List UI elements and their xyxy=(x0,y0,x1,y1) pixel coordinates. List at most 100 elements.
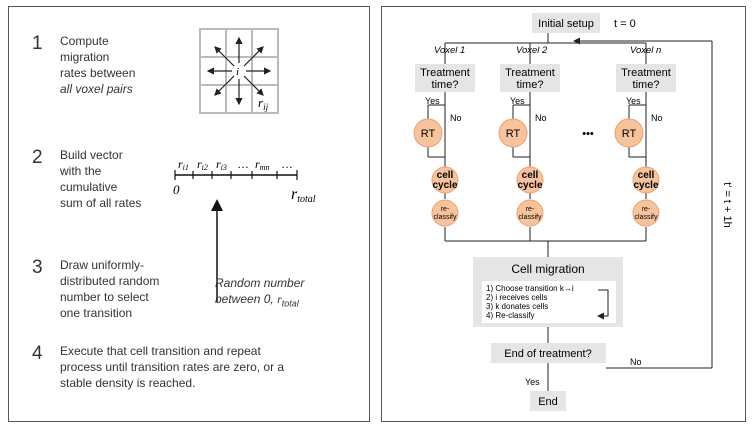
vector-zero-label: 0 xyxy=(173,182,180,197)
no-label-voxel-2: No xyxy=(535,113,547,123)
cell-cycle-label-voxel-1: cell xyxy=(437,170,454,181)
cumulative-rate-vector: ri1 ri2 ri3 … rmn … 0 rtotal xyxy=(173,157,316,302)
step-1-line-3: rates between xyxy=(60,66,136,80)
svg-text:time?: time? xyxy=(633,79,660,91)
reclassify-label2-voxel-2: classify xyxy=(519,214,542,221)
svg-text:time?: time? xyxy=(432,79,459,91)
rt-node-voxel-1 xyxy=(413,118,443,148)
reclassify-node-voxel-2 xyxy=(516,199,544,227)
reclassify-node-voxel-1 xyxy=(431,199,459,227)
vector-label-3: ri3 xyxy=(216,157,227,172)
cell-cycle-label2-voxel-n: cycle xyxy=(633,180,658,191)
flowchart: Initial setup t = 0 Voxel 1 Voxel 2 Voxe… xyxy=(413,13,733,411)
no-label-voxel-1: No xyxy=(450,113,462,123)
migration-loop-arrow xyxy=(597,289,609,320)
end-of-treatment-box xyxy=(491,343,606,363)
reclassify-label2-voxel-1: classify xyxy=(434,214,457,221)
yes-label-voxel-n: Yes xyxy=(626,96,641,106)
step-4-line-1: Execute that cell transition and repeat xyxy=(60,344,261,358)
vector-label-1: ri1 xyxy=(178,157,189,172)
initial-setup-box xyxy=(532,13,600,33)
step-2-line-2: with the xyxy=(60,164,102,178)
step-3-line-4: one transition xyxy=(60,306,133,320)
step-1-text: Compute migration rates between all voxe… xyxy=(60,33,135,97)
end-label: End xyxy=(538,396,558,408)
reclassify-label-voxel-1: re- xyxy=(441,206,450,213)
vector-ellipsis-1: … xyxy=(237,157,249,171)
grid-rate-label: rij xyxy=(258,95,269,112)
yes-label-voxel-2: Yes xyxy=(510,96,525,106)
voxel-neighborhood-grid: i rij xyxy=(199,28,279,114)
step-3-line-2: distributed random xyxy=(60,274,160,288)
step-4-text: Execute that cell transition and repeat … xyxy=(60,343,284,391)
cell-cycle-label-voxel-2: cell xyxy=(522,170,539,181)
voxel-n-label: Voxel n xyxy=(630,45,661,56)
cell-cycle-label2-voxel-2: cycle xyxy=(517,180,542,191)
no-label-voxel-n: No xyxy=(651,113,663,123)
cell-cycle-label2-voxel-1: cycle xyxy=(432,180,457,191)
end-box xyxy=(530,391,566,411)
reclassify-label-voxel-n: re- xyxy=(642,206,651,213)
algorithm-steps-panel: 1 Compute migration rates between all vo… xyxy=(8,6,370,422)
reclassify-node-voxel-n xyxy=(632,199,660,227)
step-3-line-3: number to select xyxy=(60,290,149,304)
grid-center-label: i xyxy=(236,66,239,78)
voxel-2-label: Voxel 2 xyxy=(516,45,548,56)
svg-text:Treatment: Treatment xyxy=(505,67,555,79)
migration-steps-box xyxy=(482,281,616,323)
initial-setup-label: Initial setup xyxy=(538,18,594,30)
rt-label-voxel-1: RT xyxy=(421,128,436,140)
step-3-text: Draw uniformly- distributed random numbe… xyxy=(60,257,159,321)
rt-node-voxel-2 xyxy=(498,118,528,148)
step-1-line-4: all voxel pairs xyxy=(60,82,133,96)
yes-label-voxel-1: Yes xyxy=(425,96,440,106)
cell-cycle-label-voxel-n: cell xyxy=(638,170,655,181)
no-label-end: No xyxy=(630,357,642,367)
migration-step-4: 4) Re-classify xyxy=(486,311,534,320)
random-number-note: Random number between 0, rtotal xyxy=(215,275,304,311)
reclassify-label2-voxel-n: classify xyxy=(635,214,658,221)
step-4-line-3: stable density is reached. xyxy=(60,376,196,390)
step-4-line-2: process until transition rates are zero,… xyxy=(60,360,285,374)
step-3-number: 3 xyxy=(32,257,43,278)
vector-ellipsis-2: … xyxy=(281,157,293,171)
step-4-number: 4 xyxy=(32,343,43,364)
rt-label-voxel-n: RT xyxy=(622,128,637,140)
treatment-decision-voxel-n: Treatment time? xyxy=(616,64,676,92)
step-2-line-1: Build vector xyxy=(60,148,123,162)
end-of-treatment-label: End of treatment? xyxy=(504,348,591,360)
random-note-line-2: between 0, rtotal xyxy=(215,292,299,309)
migration-step-3: 3) k donates cells xyxy=(486,302,548,311)
simulation-flowchart-panel: Initial setup t = 0 Voxel 1 Voxel 2 Voxe… xyxy=(381,6,746,422)
cell-cycle-node-voxel-1 xyxy=(431,166,459,194)
vector-label-4: rmn xyxy=(255,157,269,172)
cell-cycle-node-voxel-2 xyxy=(516,166,544,194)
time-update-label: t' = t + 1h xyxy=(721,182,733,228)
cell-cycle-node-voxel-n xyxy=(632,166,660,194)
rt-node-voxel-n xyxy=(614,118,644,148)
cell-migration-title: Cell migration xyxy=(511,262,584,276)
reclassify-label-voxel-2: re- xyxy=(526,206,535,213)
step-1-number: 1 xyxy=(32,33,43,54)
treatment-decision-voxel-2: Treatment time? xyxy=(500,64,560,92)
svg-text:Treatment: Treatment xyxy=(420,67,470,79)
step-2-line-3: cumulative xyxy=(60,180,118,194)
random-note-line-1: Random number xyxy=(215,276,305,290)
step-3-line-1: Draw uniformly- xyxy=(60,258,145,272)
time-zero-label: t = 0 xyxy=(614,18,636,30)
step-1-line-2: migration xyxy=(60,50,110,64)
vector-total-label: rtotal xyxy=(291,186,316,205)
yes-label-end: Yes xyxy=(525,377,540,387)
step-1-line-1: Compute xyxy=(60,34,109,48)
voxel-ellipsis: ••• xyxy=(582,128,594,140)
migration-step-2: 2) i receives cells xyxy=(486,293,547,302)
svg-text:Treatment: Treatment xyxy=(621,67,671,79)
rt-label-voxel-2: RT xyxy=(506,128,521,140)
migration-step-1: 1) Choose transition k→i xyxy=(486,284,574,293)
step-2-text: Build vector with the cumulative sum of … xyxy=(60,147,141,211)
treatment-decision-voxel-1: Treatment time? xyxy=(415,64,475,92)
step-2-line-4: sum of all rates xyxy=(60,196,142,210)
svg-text:time?: time? xyxy=(517,79,544,91)
step-2-number: 2 xyxy=(32,147,43,168)
voxel-1-label: Voxel 1 xyxy=(434,45,465,56)
